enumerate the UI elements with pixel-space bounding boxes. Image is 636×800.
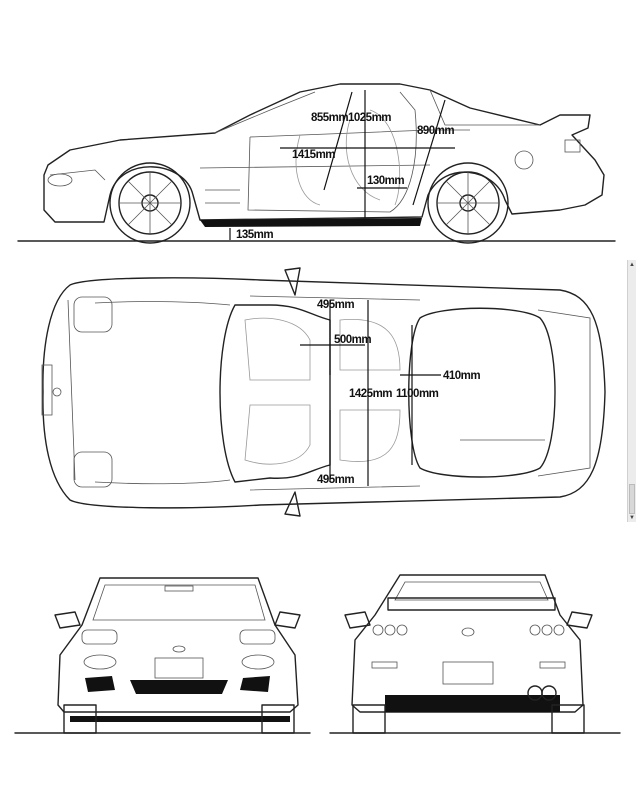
front-view: [14, 577, 311, 734]
dim-410: 410mm: [443, 370, 480, 382]
scroll-down-icon[interactable]: ▼: [629, 515, 635, 521]
dim-1415: 1415mm: [292, 149, 335, 161]
rear-wheel: [427, 162, 509, 244]
side-view: 855mm 1025mm 890mm 1415mm 130mm 135mm: [17, 83, 616, 244]
top-body-outline: [42, 277, 606, 509]
dim-495-top: 495mm: [317, 299, 354, 311]
dim-135: 135mm: [236, 229, 273, 241]
dim-495-bottom: 495mm: [317, 474, 354, 486]
dim-890: 890mm: [417, 125, 454, 137]
dim-855: 855mm: [311, 112, 348, 124]
dim-500: 500mm: [334, 334, 371, 346]
dim-1025: 1025mm: [348, 112, 391, 124]
vertical-scrollbar[interactable]: ▲ ▼: [627, 260, 636, 522]
scrollbar-thumb[interactable]: [629, 484, 635, 514]
rear-view: [329, 574, 621, 734]
side-body-outline: [43, 83, 605, 223]
dim-1100: 1100mm: [396, 388, 439, 400]
scroll-up-icon[interactable]: ▲: [629, 262, 635, 268]
front-wheel: [109, 162, 191, 244]
dim-130: 130mm: [367, 175, 404, 187]
dim-1425: 1425mm: [349, 388, 392, 400]
top-view: 495mm 500mm 1425mm 1100mm 410mm 495mm: [41, 267, 606, 517]
